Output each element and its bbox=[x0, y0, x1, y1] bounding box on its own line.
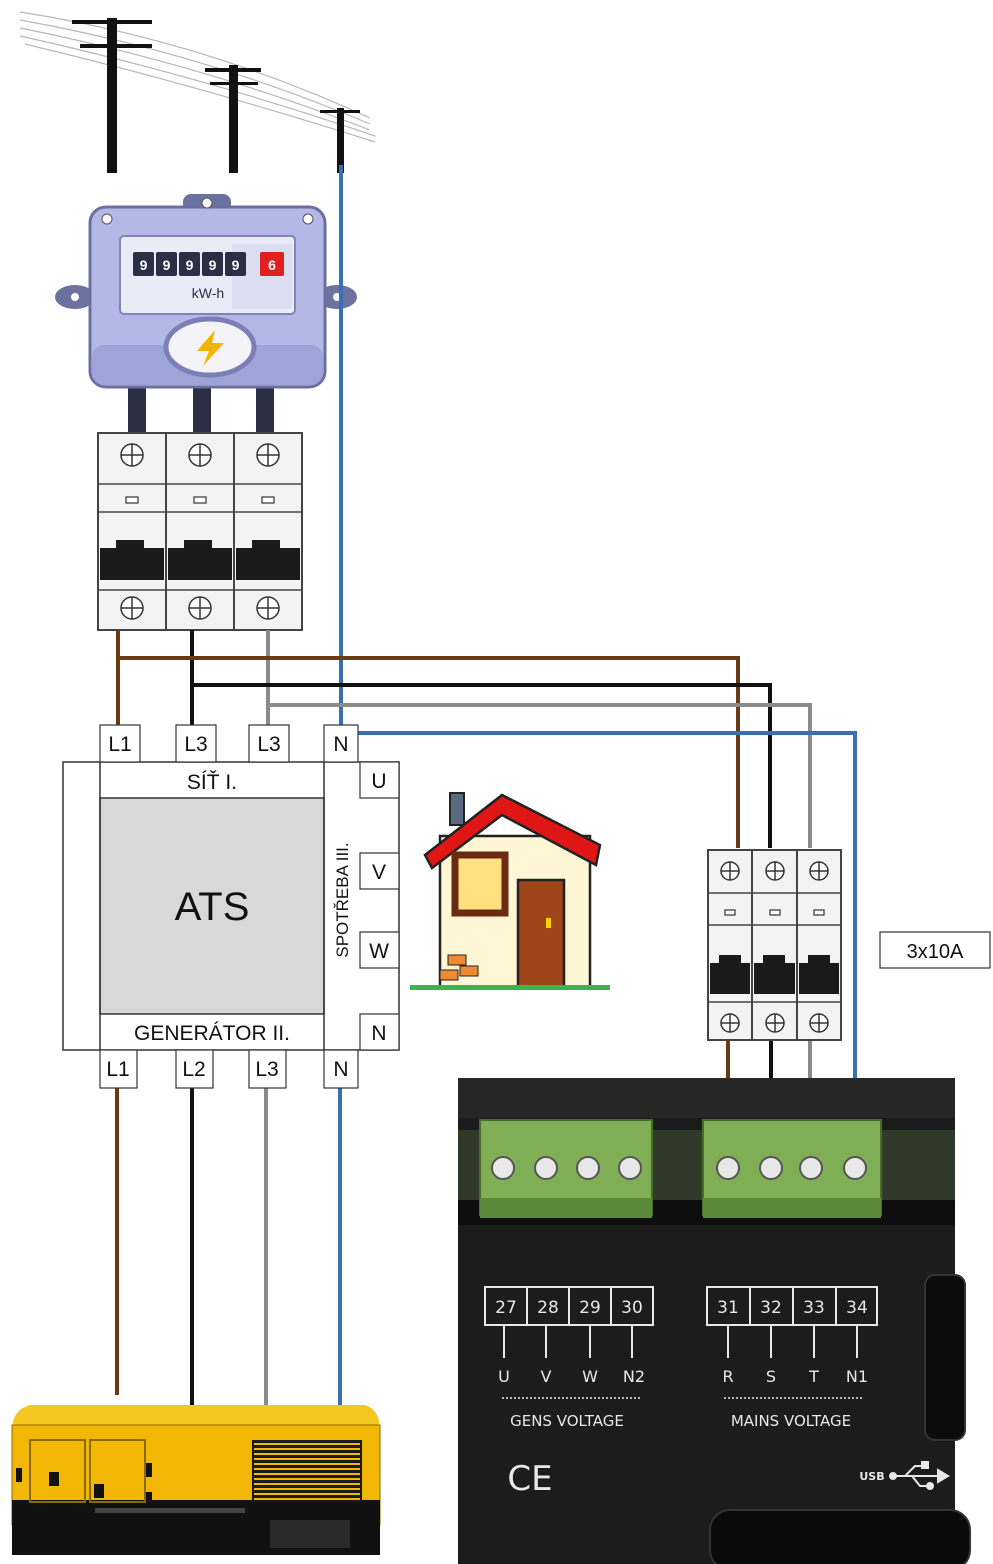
terminal-label: W bbox=[369, 940, 389, 963]
vent-slat bbox=[254, 1483, 360, 1485]
usb-icon bbox=[889, 1461, 950, 1490]
terminal-label: N bbox=[333, 733, 348, 756]
mains-terminal-number: 34 bbox=[846, 1298, 868, 1318]
meter-digits: 9 9 9 9 9 6 bbox=[133, 252, 284, 276]
breaker-rating-text: 3x10A bbox=[907, 941, 964, 963]
meter-digit: 9 bbox=[186, 257, 194, 273]
electric-meter: 9 9 9 9 9 6 kW-h bbox=[55, 194, 357, 440]
breaker-3x10a bbox=[707, 849, 842, 1041]
vent-slat bbox=[254, 1488, 360, 1490]
usb-port-label: USB bbox=[859, 1461, 950, 1490]
mains-terminal-letter: N1 bbox=[846, 1367, 868, 1386]
ce-mark: CE bbox=[507, 1459, 552, 1499]
mains-terminal-number: 31 bbox=[717, 1298, 739, 1318]
ats-mains-terminals: L1 L3 L3 N bbox=[99, 724, 359, 763]
gens-terminal-block bbox=[479, 1119, 653, 1218]
mains-terminal-letter: S bbox=[766, 1367, 776, 1386]
meter-digit: 9 bbox=[232, 257, 240, 273]
gens-terminal-number: 29 bbox=[579, 1298, 601, 1318]
terminal-label: L3 bbox=[184, 733, 207, 756]
generator-icon bbox=[11, 1405, 381, 1555]
gens-terminal-number: 27 bbox=[495, 1298, 517, 1318]
vent-slat bbox=[254, 1493, 360, 1495]
terminal-label: L1 bbox=[108, 733, 131, 756]
terminal-label: L1 bbox=[106, 1058, 129, 1081]
lightning-icon bbox=[197, 330, 224, 366]
meter-digit: 9 bbox=[163, 257, 171, 273]
ats-load-label: SPOTŘEBA III. bbox=[333, 842, 352, 957]
vent-slat bbox=[254, 1463, 360, 1465]
vent-slat bbox=[254, 1448, 360, 1450]
terminal-label: N bbox=[371, 1022, 386, 1045]
ats-load-terminals: U V W N bbox=[359, 761, 400, 1051]
ats-mains-label: SÍŤ I. bbox=[187, 771, 237, 794]
mains-terminal-letter: R bbox=[722, 1367, 733, 1386]
mains-terminal-number: 33 bbox=[803, 1298, 825, 1318]
terminal-label: L3 bbox=[257, 733, 280, 756]
meter-digit: 6 bbox=[268, 257, 276, 273]
meter-digit: 9 bbox=[140, 257, 148, 273]
terminal-label: N bbox=[333, 1058, 348, 1081]
usb-label: USB bbox=[859, 1470, 884, 1483]
meter-unit: kW-h bbox=[192, 285, 224, 301]
vent-slat bbox=[254, 1453, 360, 1455]
mains-voltage-legend: 31 32 33 34 R S T N1 MAINS VOLTAGE bbox=[706, 1286, 878, 1430]
gens-terminal-number: 30 bbox=[621, 1298, 643, 1318]
gens-terminal-number: 28 bbox=[537, 1298, 559, 1318]
terminal-label: U bbox=[371, 770, 386, 793]
gens-voltage-caption: GENS VOLTAGE bbox=[510, 1412, 624, 1430]
ats-generator-label: GENERÁTOR II. bbox=[134, 1022, 290, 1045]
mains-terminal-number: 32 bbox=[760, 1298, 782, 1318]
vent-slat bbox=[254, 1443, 360, 1445]
ats-unit: ATS SÍŤ I. GENERÁTOR II. SPOTŘEBA III. L… bbox=[62, 724, 400, 1089]
vent-slat bbox=[254, 1498, 360, 1500]
vent-slat bbox=[254, 1473, 360, 1475]
gens-terminal-letter: V bbox=[541, 1367, 552, 1386]
ats-generator-terminals: L1 L2 L3 N bbox=[99, 1049, 359, 1089]
gens-voltage-legend: 27 28 29 30 U V W N2 GENS VOLTAGE bbox=[484, 1286, 654, 1430]
terminal-label: V bbox=[372, 861, 386, 884]
main-breaker bbox=[97, 432, 303, 631]
terminal-label: L3 bbox=[255, 1058, 278, 1081]
controller-panel: 27 28 29 30 U V W N2 GENS VOLTAGE 31 32 bbox=[458, 1078, 971, 1564]
vent-slat bbox=[254, 1478, 360, 1480]
vent-slat bbox=[254, 1468, 360, 1470]
vent-slat bbox=[254, 1458, 360, 1460]
mains-voltage-caption: MAINS VOLTAGE bbox=[731, 1412, 851, 1430]
gens-terminal-letter: W bbox=[582, 1367, 598, 1386]
mains-terminal-letter: T bbox=[808, 1367, 819, 1386]
gens-terminal-letter: U bbox=[498, 1367, 510, 1386]
meter-digit: 9 bbox=[209, 257, 217, 273]
power-line-poles bbox=[19, 11, 376, 173]
breaker-rating-label: 3x10A bbox=[879, 931, 991, 969]
terminal-label: L2 bbox=[182, 1058, 205, 1081]
wires bbox=[115, 165, 857, 1430]
house-icon bbox=[410, 792, 610, 990]
gens-terminal-letter: N2 bbox=[623, 1367, 645, 1386]
ats-title: ATS bbox=[175, 885, 250, 929]
mains-terminal-block bbox=[702, 1119, 882, 1218]
